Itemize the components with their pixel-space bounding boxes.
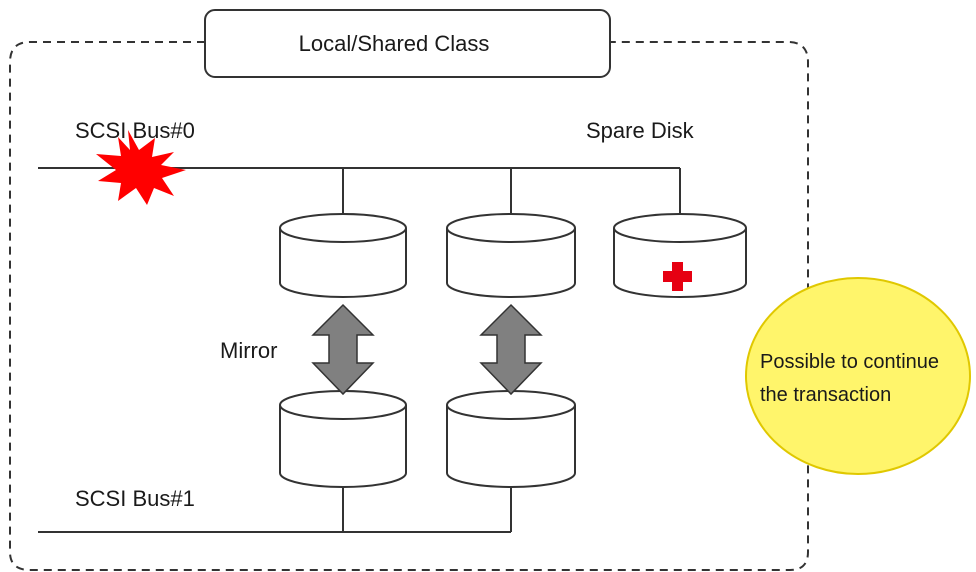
disk-upper-1 — [279, 213, 407, 298]
disk-lower-1 — [279, 390, 407, 488]
callout-line-2: the transaction — [760, 384, 891, 406]
mirror-arrow-1-icon — [311, 303, 375, 396]
failure-burst-icon — [96, 130, 186, 205]
spare-disk-label: Spare Disk — [586, 118, 695, 143]
red-cross-icon — [663, 262, 692, 291]
mirror-arrow-2-icon — [479, 303, 543, 396]
disk-upper-2 — [446, 213, 576, 298]
disk-lower-2 — [446, 390, 576, 488]
scsi-bus-0-label: SCSI Bus#0 — [75, 118, 195, 143]
scsi-bus-1 — [38, 487, 512, 533]
class-boundary — [9, 41, 809, 571]
callout-line-1: Possible to continue — [760, 351, 939, 373]
class-title-box: Local/Shared Class — [204, 9, 611, 78]
scsi-bus-1-label: SCSI Bus#1 — [75, 486, 195, 511]
class-title: Local/Shared Class — [299, 31, 490, 56]
mirror-label: Mirror — [220, 338, 277, 363]
transaction-callout — [745, 277, 971, 475]
